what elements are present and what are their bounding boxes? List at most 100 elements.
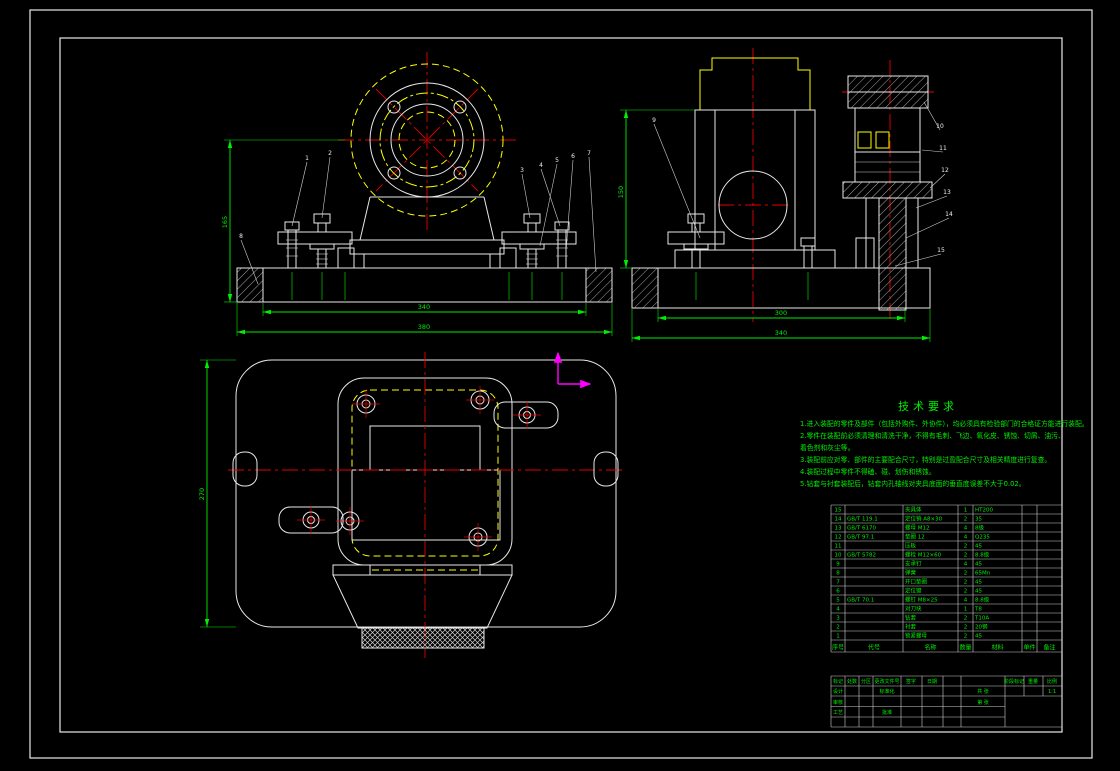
- bom-cell-qty: 1: [964, 508, 968, 514]
- dimension-label: 380: [418, 323, 430, 331]
- callout-balloon: 10: [936, 123, 944, 130]
- side-block: [855, 237, 875, 269]
- bolt-shank: [557, 229, 567, 269]
- bom-cell-seq: 12: [835, 535, 842, 541]
- bom-cell-material: T10A: [974, 616, 989, 622]
- base-section-hatch: [631, 267, 659, 309]
- titleblock-label: 更改文件号: [874, 678, 899, 685]
- bom-header: 序号: [832, 644, 844, 652]
- dimension-label: 165: [221, 216, 229, 228]
- titleblock-label: 日期: [927, 679, 937, 685]
- bom-cell-name: 锁紧螺母: [905, 632, 928, 640]
- bom-cell-qty: 2: [964, 544, 968, 550]
- bom-cell-name: 螺钉 M8×25: [905, 596, 938, 604]
- bom-cell-material: Q235: [975, 535, 990, 541]
- bom-cell-name: 夹具体: [905, 506, 922, 514]
- plan-view: [200, 352, 624, 658]
- bom-cell-material: 45: [975, 544, 982, 550]
- bom-cell-name: 压板: [905, 542, 917, 550]
- heel-block: [337, 247, 355, 269]
- callout-leader: [923, 101, 941, 131]
- titleblock-label: 标准化: [879, 688, 894, 695]
- bom-cell-code: GB/T 5782: [847, 553, 876, 559]
- callout-balloon: 5: [555, 157, 559, 164]
- bom-cell-seq: 6: [836, 589, 840, 595]
- tech-requirement-line: 3.装配前应对零、部件的主要配合尺寸，特别是过盈配合尺寸及相关精度进行复查。: [800, 455, 1051, 464]
- bom-header: 备注: [1043, 644, 1055, 652]
- bolt-top-right: [466, 386, 494, 414]
- callout-leader: [653, 123, 701, 239]
- clamp-bar: [277, 231, 353, 245]
- bom-cell-qty: 4: [964, 526, 968, 532]
- bom-cell-material: 35: [975, 517, 982, 523]
- bom-cell-material: 45: [975, 589, 982, 595]
- clamp-bar: [667, 231, 725, 245]
- bom-cell-name: 衬套: [905, 623, 917, 631]
- flange-section: [842, 181, 933, 199]
- centerline-diagonal: [375, 88, 479, 192]
- spacer: [854, 151, 921, 183]
- clamp-assembly-left: [277, 213, 355, 269]
- bom-cell-qty: 2: [964, 571, 968, 577]
- bottom-tang: [332, 564, 513, 649]
- bom-header: 代号: [868, 644, 880, 652]
- callout-leader: [588, 156, 597, 273]
- bolt-shank: [287, 229, 297, 269]
- bom-cell-name: 螺母 M12: [905, 524, 930, 532]
- hex-nut: [554, 221, 570, 231]
- callout-balloon: 2: [328, 150, 332, 157]
- bom-cell-code: GB/T 119.1: [847, 517, 878, 523]
- tech-requirement-line: 4.装配过程中零件不得磕、碰、划伤和锈蚀。: [800, 467, 936, 476]
- hex-nut: [687, 213, 705, 224]
- tech-requirement-line: 2.零件在装配前必须清理和清洗干净，不得有毛刺、飞边、氧化皮、锈蚀、切屑、油污、: [800, 431, 1065, 440]
- callout-balloon: 12: [941, 167, 949, 174]
- bom-header: 材料: [991, 644, 1003, 652]
- bom-cell-name: 开口垫圈: [905, 578, 928, 586]
- callout-balloon: 8: [239, 233, 243, 240]
- callout-balloon: 4: [539, 162, 543, 169]
- base-section-hatch: [236, 267, 264, 303]
- callout-balloon: 9: [652, 117, 656, 124]
- front-view: [224, 52, 613, 336]
- stud: [317, 248, 327, 269]
- callout-leader: [894, 253, 942, 267]
- titleblock-label: 批准: [882, 709, 892, 716]
- bom-header: 数量: [959, 644, 971, 652]
- bom-cell-qty: 4: [964, 535, 968, 541]
- bom-cell-qty: 4: [964, 598, 968, 604]
- title-block: 标记处数分区更改文件号签字日期设计标准化审核工艺批准共 张第 张阶段标记重量比例…: [830, 675, 1063, 728]
- heel-block: [499, 247, 517, 269]
- callout-leader: [905, 217, 950, 239]
- housing-pedestal: [363, 253, 491, 269]
- bush-body: [854, 107, 921, 153]
- mounting-slot: [593, 451, 619, 487]
- bom-cell-material: 8级: [975, 524, 984, 532]
- titleblock-label: 1:1: [1048, 689, 1056, 695]
- housing-flange: [349, 239, 505, 255]
- callout-leader: [321, 156, 331, 219]
- bom-cell-material: 45: [975, 562, 982, 568]
- titleblock-label: 签字: [906, 678, 916, 685]
- hidden-slot: [857, 131, 872, 149]
- hex-nut: [523, 213, 541, 224]
- bom-cell-material: T8: [974, 607, 982, 613]
- stud: [691, 248, 701, 269]
- callout-leader: [929, 173, 946, 189]
- callout-leader: [240, 239, 259, 285]
- bom-cell-seq: 14: [835, 517, 842, 523]
- dimension-label: 150: [617, 186, 625, 198]
- titleblock-label: 处数: [847, 678, 857, 685]
- bom-cell-code: GB/T 70.1: [847, 598, 874, 604]
- bom-cell-material: 65Mn: [975, 571, 991, 577]
- dimension-label: 340: [775, 329, 787, 337]
- clamp-assembly-right: [499, 213, 577, 269]
- callout-balloon: 13: [943, 189, 951, 196]
- bore: [718, 170, 788, 240]
- titleblock-label: 重量: [1028, 678, 1038, 685]
- bom-cell-name: 定位销 A8×30: [905, 515, 943, 523]
- bom-cell-code: GB/T 97.1: [847, 535, 874, 541]
